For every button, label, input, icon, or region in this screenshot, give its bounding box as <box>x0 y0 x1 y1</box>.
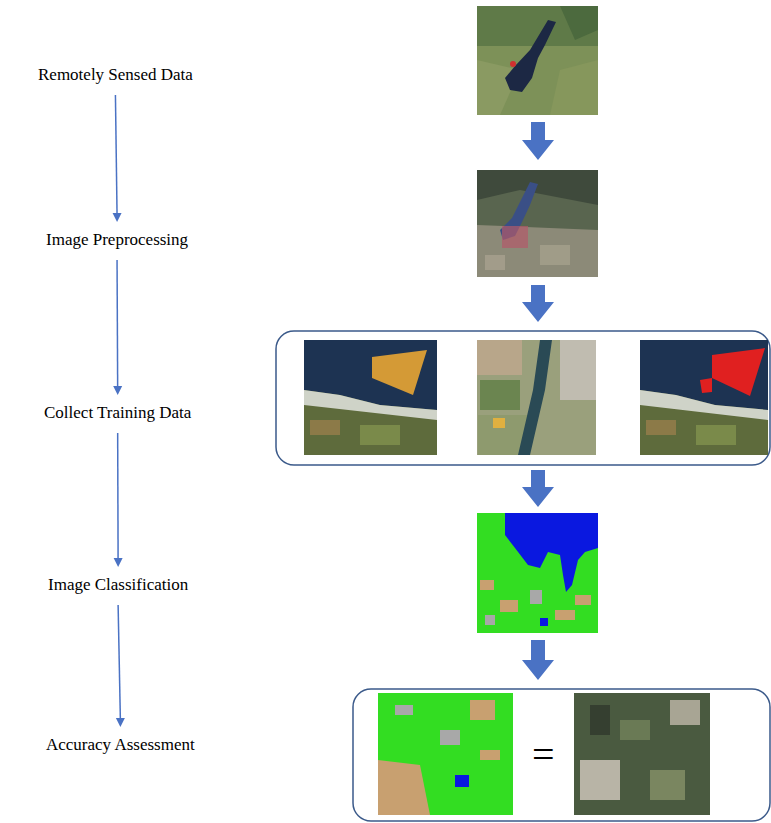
step-label: Collect Training Data <box>40 401 195 425</box>
step-text: Image Classification <box>48 575 188 595</box>
satellite-image <box>477 6 598 115</box>
satellite-image <box>304 340 437 455</box>
step-text: Image Preprocessing <box>46 230 188 250</box>
step-text: Collect Training Data <box>44 403 191 423</box>
equals-sign: = <box>532 735 555 775</box>
satellite-image <box>574 693 710 815</box>
satellite-image <box>640 340 768 455</box>
step-text: Remotely Sensed Data <box>38 65 193 85</box>
step-text: Accuracy Assessment <box>46 735 195 755</box>
flow-arrow <box>114 433 123 567</box>
flow-arrow <box>113 95 122 222</box>
step-label: Image Classification <box>44 573 192 597</box>
group-frame <box>353 689 770 821</box>
step-label: Accuracy Assessment <box>42 733 199 757</box>
satellite-image <box>477 340 596 455</box>
satellite-image <box>477 170 598 277</box>
flow-arrow <box>113 260 122 395</box>
step-label: Remotely Sensed Data <box>34 63 197 87</box>
classified-map <box>378 693 513 815</box>
flow-arrow <box>116 605 125 727</box>
group-frame <box>276 331 770 465</box>
step-label: Image Preprocessing <box>42 228 192 252</box>
classified-map <box>477 513 598 633</box>
